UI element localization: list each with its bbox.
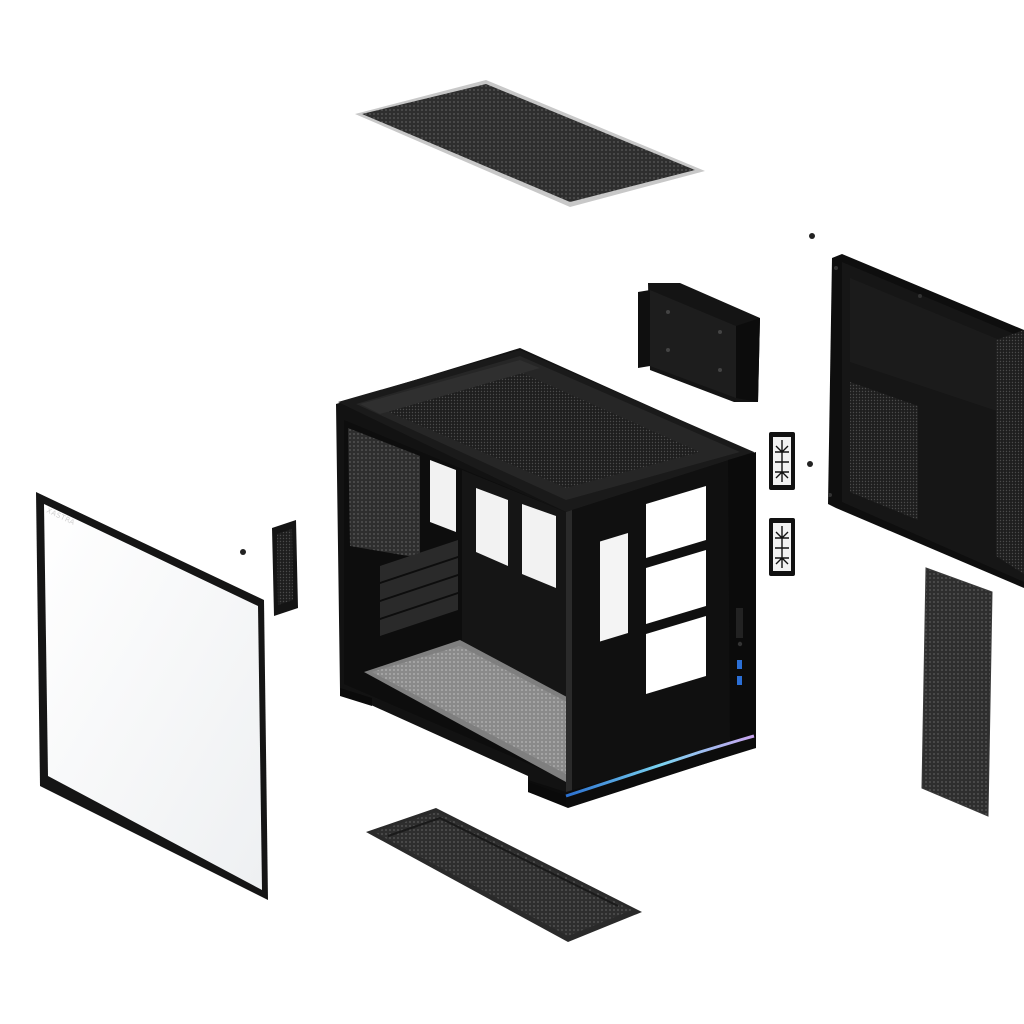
- main-chassis: [336, 348, 756, 808]
- usb-port: [737, 676, 742, 685]
- top-dust-filter: [355, 80, 705, 207]
- bottom-dust-filter: [366, 808, 642, 942]
- fan-bracket-upper: [769, 432, 795, 490]
- pci-bracket-cover: [272, 520, 298, 616]
- fan-bracket-lower: [769, 518, 795, 576]
- drive-cage-bracket: [638, 283, 760, 402]
- right-side-panel: [828, 254, 1024, 588]
- side-dust-filter: [921, 567, 993, 817]
- glass-side-panel: XASTRA: [36, 492, 268, 900]
- rgb-light-strip: [565, 734, 755, 798]
- screw-icon: [240, 233, 815, 555]
- pci-slots: [380, 540, 458, 636]
- usb-port: [737, 660, 742, 669]
